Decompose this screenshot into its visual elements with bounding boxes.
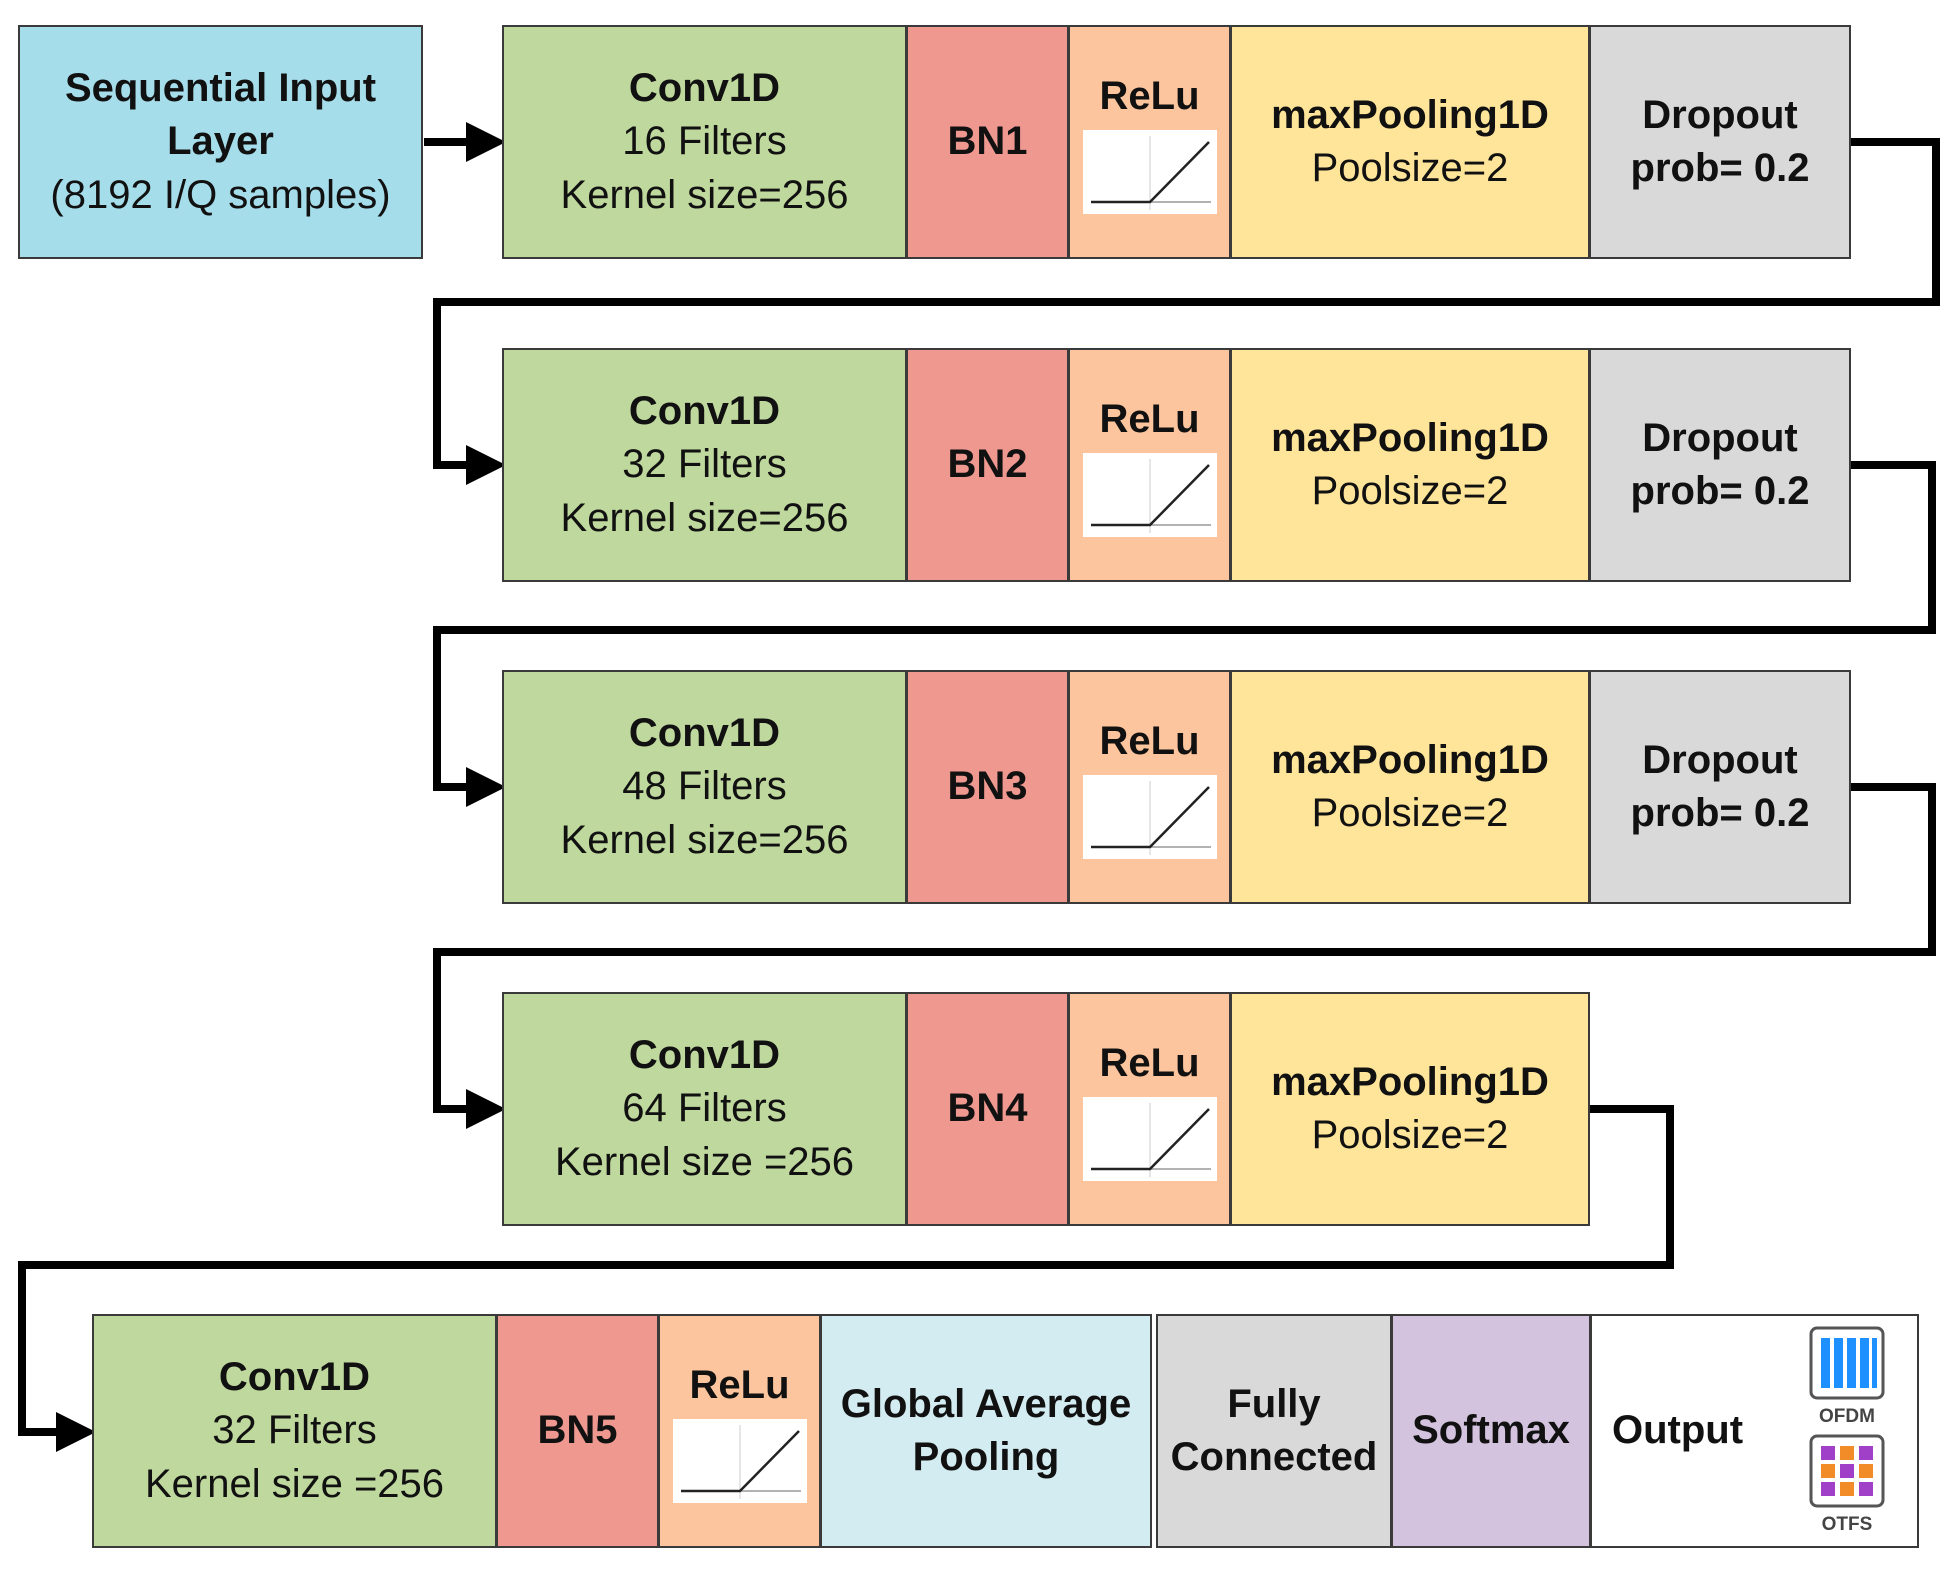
fc-title-line2: Connected	[1170, 1435, 1378, 1479]
maxpooling-size: Poolsize=2	[1311, 791, 1509, 835]
dropout-block-2: Dropout prob= 0.2	[1589, 348, 1851, 582]
fc-title-line1: Fully	[1227, 1381, 1321, 1426]
maxpooling-block-2: maxPooling1D Poolsize=2	[1230, 348, 1590, 582]
conv1d-title: Conv1D	[628, 389, 781, 434]
sequential-input-layer: Sequential Input Layer (8192 I/Q samples…	[18, 25, 423, 259]
maxpooling-title: maxPooling1D	[1271, 1059, 1549, 1104]
relu-block-5: ReLu	[658, 1314, 821, 1548]
dropout-block-1: Dropout prob= 0.2	[1589, 25, 1851, 259]
relu-block-2: ReLu	[1068, 348, 1231, 582]
relu-curve-icon	[1082, 452, 1217, 537]
maxpooling-title: maxPooling1D	[1271, 92, 1549, 137]
conv1d-filters: 32 Filters	[622, 442, 787, 487]
batchnorm-block-2: BN2	[906, 348, 1069, 582]
relu-label: ReLu	[1099, 74, 1200, 119]
conv1d-filters: 64 Filters	[622, 1086, 787, 1131]
connector-row1-to-row2	[433, 138, 1940, 485]
batchnorm-block-3: BN3	[906, 670, 1069, 904]
relu-label: ReLu	[1099, 397, 1200, 442]
conv1d-kernel: Kernel size=256	[560, 172, 849, 217]
ofdm-icon	[1809, 1326, 1885, 1400]
maxpooling-block-4: maxPooling1D Poolsize=2	[1230, 992, 1590, 1226]
connector-row4-to-final-row	[18, 1105, 1674, 1452]
conv1d-filters: 16 Filters	[622, 119, 787, 164]
batchnorm-block-1: BN1	[906, 25, 1069, 259]
connector-row3-to-row4	[433, 783, 1936, 1129]
batchnorm-label: BN5	[537, 1408, 618, 1453]
dropout-title: Dropout	[1642, 92, 1798, 137]
relu-block-1: ReLu	[1068, 25, 1231, 259]
conv1d-filters: 32 Filters	[212, 1408, 377, 1453]
maxpooling-block-3: maxPooling1D Poolsize=2	[1230, 670, 1590, 904]
relu-label: ReLu	[1099, 1041, 1200, 1086]
conv1d-kernel: Kernel size =256	[144, 1461, 445, 1506]
conv1d-title: Conv1D	[628, 1033, 781, 1078]
batchnorm-block-4: BN4	[906, 992, 1069, 1226]
maxpooling-size: Poolsize=2	[1311, 146, 1509, 190]
conv1d-title: Conv1D	[628, 66, 781, 111]
otfs-label: OTFS	[1821, 1514, 1873, 1535]
input-layer-title-line1: Sequential Input	[64, 66, 377, 111]
conv1d-title: Conv1D	[218, 1355, 371, 1400]
relu-curve-icon	[1082, 774, 1217, 859]
batchnorm-block-5: BN5	[496, 1314, 659, 1548]
dropout-prob: prob= 0.2	[1630, 791, 1810, 835]
batchnorm-label: BN2	[947, 442, 1028, 487]
output-label: Output	[1612, 1408, 1744, 1453]
conv1d-block-3: Conv1D 48 Filters Kernel size=256	[502, 670, 907, 904]
batchnorm-label: BN1	[947, 119, 1028, 164]
maxpooling-title: maxPooling1D	[1271, 415, 1549, 460]
output-block: Output OFDM OTFS	[1590, 1314, 1919, 1548]
input-layer-title-line2: Layer	[167, 119, 274, 164]
conv1d-block-1: Conv1D 16 Filters Kernel size=256	[502, 25, 907, 259]
dropout-block-3: Dropout prob= 0.2	[1589, 670, 1851, 904]
dropout-prob: prob= 0.2	[1630, 146, 1810, 190]
relu-curve-icon	[1082, 1096, 1217, 1181]
gap-title-line1: Global Average	[840, 1381, 1132, 1426]
ofdm-label: OFDM	[1819, 1406, 1875, 1427]
fully-connected-block: Fully Connected	[1156, 1314, 1392, 1548]
dropout-title: Dropout	[1642, 415, 1798, 460]
batchnorm-label: BN4	[947, 1086, 1028, 1131]
relu-label: ReLu	[689, 1363, 790, 1408]
maxpooling-block-1: maxPooling1D Poolsize=2	[1230, 25, 1590, 259]
conv1d-filters: 48 Filters	[622, 764, 787, 809]
relu-label: ReLu	[1099, 719, 1200, 764]
conv1d-block-2: Conv1D 32 Filters Kernel size=256	[502, 348, 907, 582]
conv1d-title: Conv1D	[628, 711, 781, 756]
dropout-prob: prob= 0.2	[1630, 469, 1810, 513]
conv1d-kernel: Kernel size =256	[554, 1139, 855, 1184]
conv1d-kernel: Kernel size=256	[560, 495, 849, 540]
dropout-title: Dropout	[1642, 737, 1798, 782]
conv1d-block-4: Conv1D 64 Filters Kernel size =256	[502, 992, 907, 1226]
connector-row2-to-row3	[433, 461, 1936, 807]
relu-block-3: ReLu	[1068, 670, 1231, 904]
input-layer-samples: (8192 I/Q samples)	[50, 172, 391, 217]
conv1d-block-5: Conv1D 32 Filters Kernel size =256	[92, 1314, 497, 1548]
relu-curve-icon	[1082, 129, 1217, 214]
relu-curve-icon	[672, 1418, 807, 1503]
otfs-icon	[1809, 1434, 1885, 1508]
maxpooling-size: Poolsize=2	[1311, 1113, 1509, 1157]
maxpooling-size: Poolsize=2	[1311, 469, 1509, 513]
gap-title-line2: Pooling	[912, 1435, 1060, 1479]
softmax-block: Softmax	[1391, 1314, 1591, 1548]
softmax-label: Softmax	[1412, 1408, 1570, 1453]
relu-block-4: ReLu	[1068, 992, 1231, 1226]
global-average-pooling-block: Global Average Pooling	[820, 1314, 1152, 1548]
maxpooling-title: maxPooling1D	[1271, 737, 1549, 782]
batchnorm-label: BN3	[947, 764, 1028, 809]
conv1d-kernel: Kernel size=256	[560, 817, 849, 862]
